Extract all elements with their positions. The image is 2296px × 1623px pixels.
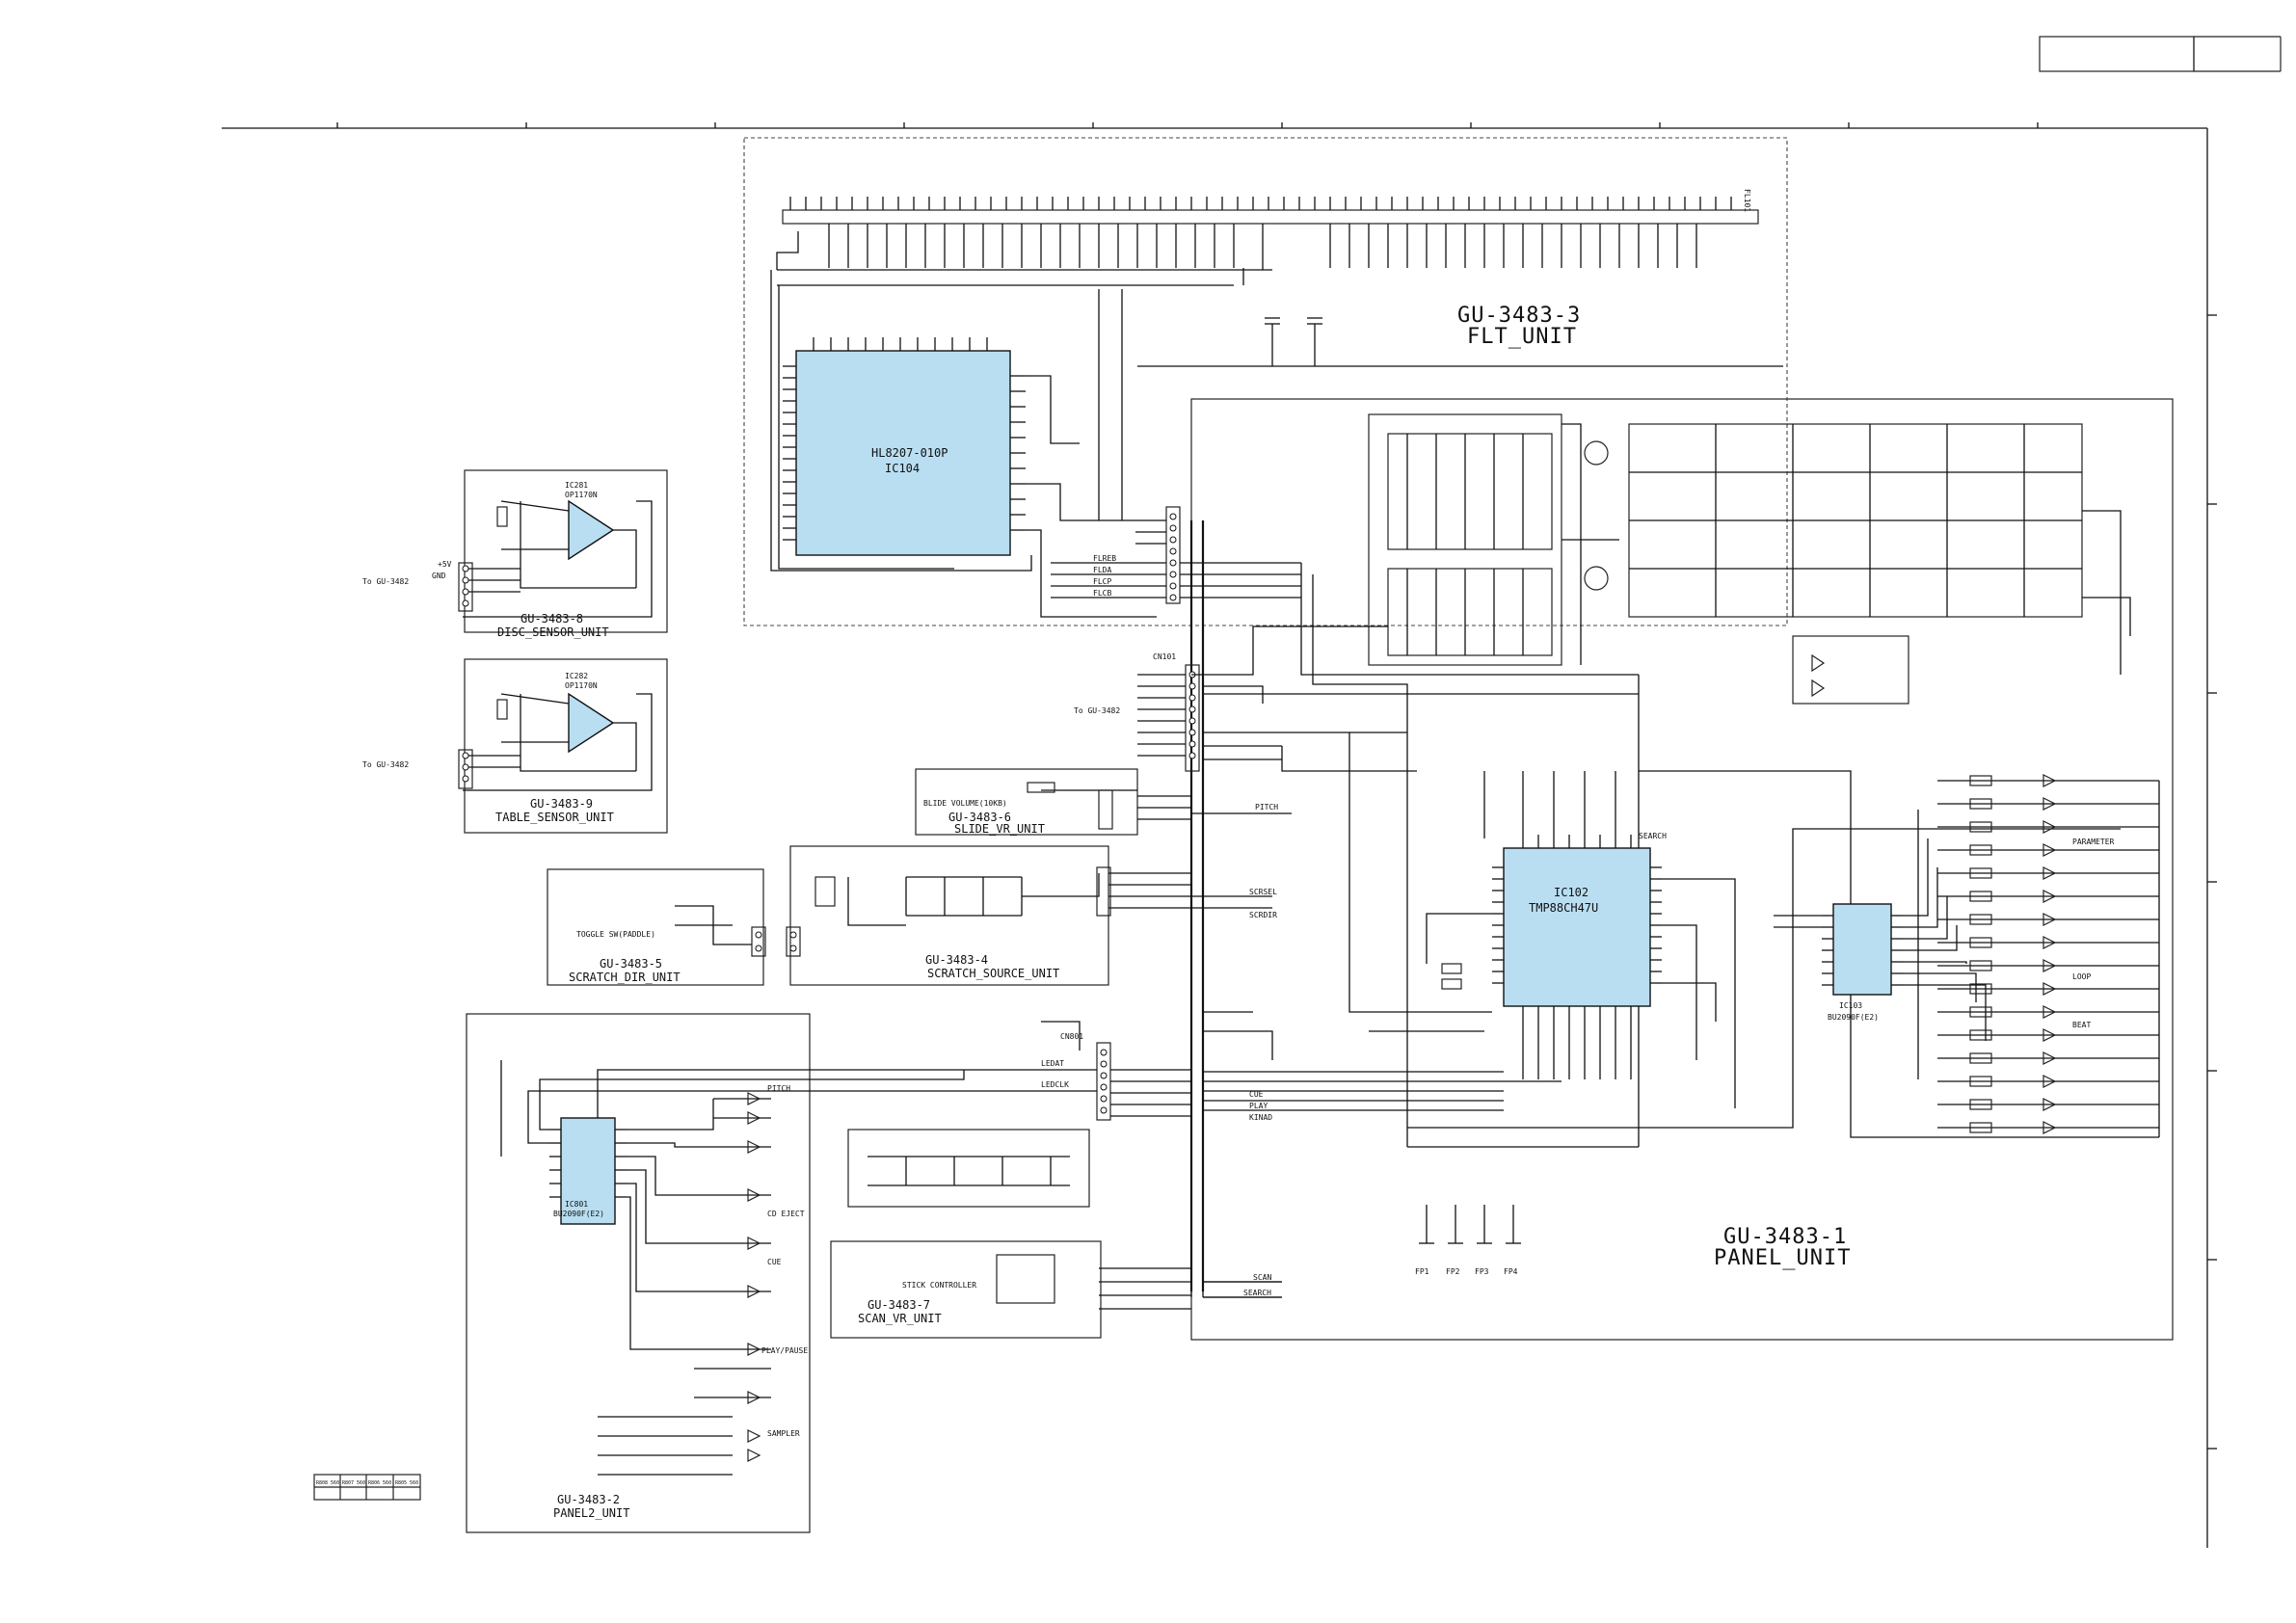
blide-label: BLIDE VOLUME(10KB) xyxy=(923,799,1007,808)
resistor-2: R807 560 xyxy=(342,1480,365,1486)
ledat-label: LEDAT xyxy=(1041,1059,1064,1068)
panel-unit-name: GU-3483-1 xyxy=(1723,1225,1847,1249)
ic104: HL8207-010P IC104 xyxy=(770,270,1157,618)
cn091-connector: FLREB FLDA FLCP FLCB xyxy=(1051,506,1181,604)
scratch-label: SCRSEL xyxy=(1249,888,1277,896)
dir-unit-name: GU-3483-5 xyxy=(600,957,662,971)
ic103-part: BU2090F(E2) xyxy=(1828,1013,1879,1022)
interconnect-wires xyxy=(1041,625,1717,1060)
switch-label-cue: CUE xyxy=(767,1258,782,1266)
to-gu-table-label: To GU-3482 xyxy=(362,760,409,769)
scan-label: SCAN xyxy=(1253,1273,1271,1282)
to-gu-disc-label: To GU-3482 xyxy=(362,577,409,586)
ic801-part: BU2090F(E2) xyxy=(553,1210,604,1218)
switch-labels: CUE PLAY/PAUSE CD EJECT PITCH SEARCH LOO… xyxy=(761,832,2115,1438)
switch-matrix xyxy=(1628,423,2131,705)
fp4-label: FP4 xyxy=(1504,1267,1518,1276)
panel2-unit-name: GU-3483-2 xyxy=(557,1493,620,1506)
ic282-ref: IC282 xyxy=(565,672,588,680)
ic104-ref: IC104 xyxy=(885,462,920,475)
ic102-ref: IC102 xyxy=(1554,886,1589,899)
resistor-table: R808 560 R807 560 R806 560 R805 560 xyxy=(313,1474,421,1501)
ic102-part: TMP88CH47U xyxy=(1529,901,1598,915)
source-unit-sub: SCRATCH_SOURCE_UNIT xyxy=(927,967,1059,980)
source-unit-name: GU-3483-4 xyxy=(925,953,988,967)
flre-label: FLREB xyxy=(1093,554,1116,563)
slide-unit-sub: SLIDE_VR_UNIT xyxy=(954,822,1045,836)
scan-unit-sub: SCAN_VR_UNIT xyxy=(858,1312,942,1325)
ic801-ref: IC801 xyxy=(565,1200,588,1209)
toggle-label: TOGGLE SW(PADDLE) xyxy=(576,930,655,939)
switch-label-play: PLAY/PAUSE xyxy=(761,1346,808,1355)
flt-unit-name: GU-3483-3 xyxy=(1457,304,1581,328)
panel-unit: GU-3483-1 PANEL_UNIT xyxy=(1180,398,2174,1341)
ic281-ref: IC281 xyxy=(565,481,588,490)
stick-label: STICK CONTROLLER xyxy=(902,1281,976,1290)
panel2-unit: GU-3483-2 PANEL2_UNIT IC801 BU2090F(E2) xyxy=(466,1013,1083,1533)
ic102: IC102 TMP88CH47U xyxy=(1426,771,1736,1108)
ic103-ref: IC103 xyxy=(1839,1001,1862,1010)
ic281-part: OP1170N xyxy=(565,491,598,499)
to-gu-main-label: To GU-3482 xyxy=(1074,706,1120,715)
scan-unit-name: GU-3483-7 xyxy=(868,1298,930,1312)
switch-label-sampler: SAMPLER xyxy=(767,1429,800,1438)
search-label: SEARCH xyxy=(1243,1289,1271,1297)
cn801-label: CN801 xyxy=(1060,1032,1083,1041)
kinad-label: KINAD xyxy=(1249,1113,1272,1122)
flt-unit: GU-3483-3 FLT_UNIT FL101 xyxy=(743,137,1788,626)
ic104-part: HL8207-010P xyxy=(871,446,948,460)
slide-unit-name: GU-3483-6 xyxy=(948,811,1011,824)
ic103: IC103 BU2090F(E2) xyxy=(1774,810,1987,1079)
title-block xyxy=(2039,36,2282,72)
switch-label-search: SEARCH xyxy=(1639,832,1667,840)
disc-unit-sub: DISC_SENSOR_UNIT xyxy=(497,625,609,639)
frame xyxy=(222,122,2217,1548)
fp3-label: FP3 xyxy=(1475,1267,1489,1276)
table-sensor-unit: IC282 OP1170N GU-3483-9 TABLE_SENSOR_UNI… xyxy=(362,658,668,834)
switch-label-loop: LOOP xyxy=(2072,972,2091,981)
scrdir-label: SCRDIR xyxy=(1249,911,1277,919)
flc-label: FLCP xyxy=(1093,577,1111,586)
dir-unit-sub: SCRATCH_DIR_UNIT xyxy=(569,971,681,984)
cn101-label: CN101 xyxy=(1153,652,1176,661)
table-unit-sub: TABLE_SENSOR_UNIT xyxy=(495,811,614,824)
cn101-connector: CN101 To GU-3482 xyxy=(1074,652,1200,772)
resistor-3: R806 560 xyxy=(368,1480,391,1486)
cn081-connector: LEDAT LEDCLK CUE PLAY KINAD xyxy=(1022,1042,1272,1122)
panel-unit-sub: PANEL_UNIT xyxy=(1714,1246,1851,1270)
fp-terminals: FP1 FP2 FP3 FP4 xyxy=(1415,1205,1521,1276)
flb-label: FLCB xyxy=(1093,589,1111,598)
resistor-1: R808 560 xyxy=(316,1480,339,1486)
panel2-unit-sub: PANEL2_UNIT xyxy=(553,1506,629,1520)
led-matrix xyxy=(1368,413,1619,666)
cue-label: CUE xyxy=(1249,1090,1264,1099)
slide-vr-unit: BLIDE VOLUME(10KB) GU-3483-6 SLIDE_VR_UN… xyxy=(915,768,1292,836)
disc-gnd-label: GND xyxy=(432,572,446,580)
led-column-right xyxy=(1937,774,2160,1137)
scratch-source-unit: GU-3483-4 SCRATCH_SOURCE_UNIT SCRSEL SCR… xyxy=(789,845,1277,986)
fp2-label: FP2 xyxy=(1446,1267,1460,1276)
switch-sub-box xyxy=(847,1129,1090,1208)
ic282-part: OP1170N xyxy=(565,681,598,690)
fl101-label: FL101 xyxy=(1743,189,1751,212)
switch-label-parameter: PARAMETER xyxy=(2072,838,2115,846)
fp1-label: FP1 xyxy=(1415,1267,1429,1276)
flt-unit-sub: FLT_UNIT xyxy=(1467,325,1577,349)
play-label: PLAY xyxy=(1249,1102,1268,1110)
switch-label-beat: BEAT xyxy=(2072,1021,2091,1029)
fla-label: FLDA xyxy=(1093,566,1111,574)
table-unit-name: GU-3483-9 xyxy=(530,797,593,811)
pitch-label: PITCH xyxy=(1255,803,1278,812)
scratch-dir-unit: TOGGLE SW(PADDLE) GU-3483-5 SCRATCH_DIR_… xyxy=(547,868,801,986)
disc-v5-label: +5V xyxy=(438,560,452,569)
switch-label-eject: CD EJECT xyxy=(767,1210,805,1218)
disc-unit-name: GU-3483-8 xyxy=(521,612,583,625)
ledclk-label: LEDCLK xyxy=(1041,1080,1069,1089)
switch-label-pitch: PITCH xyxy=(767,1084,790,1093)
disc-sensor-unit: IC281 OP1170N GU-3483-8 DISC_SENSOR_UNIT… xyxy=(362,469,668,639)
resistor-4: R805 560 xyxy=(395,1480,418,1486)
scan-vr-unit: STICK CONTROLLER GU-3483-7 SCAN_VR_UNIT … xyxy=(830,1240,1282,1339)
